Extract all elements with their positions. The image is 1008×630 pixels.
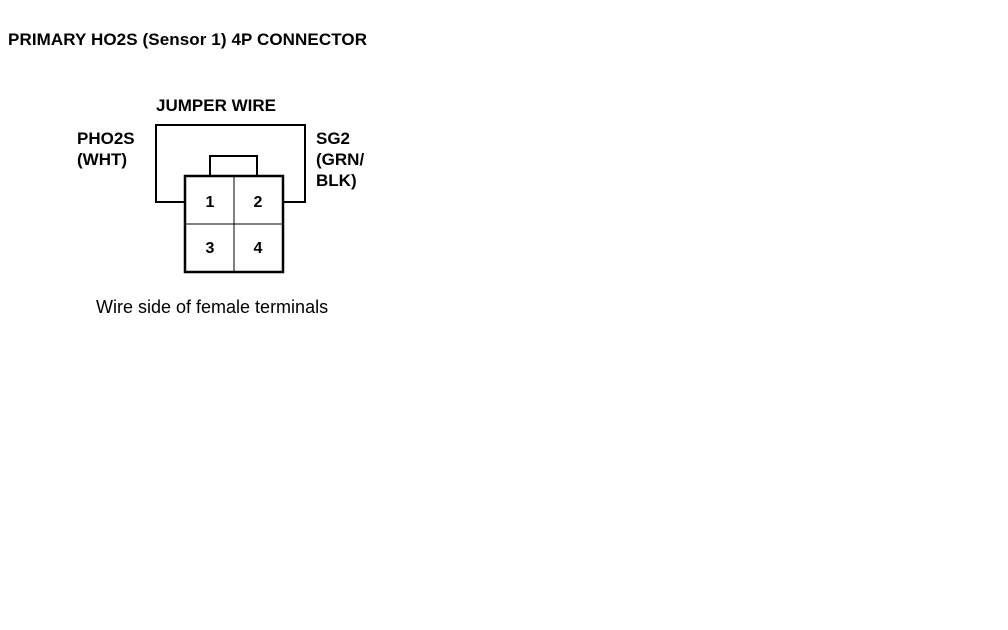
sg2-wire-color-line2: BLK) (316, 171, 357, 190)
sg2-wire-color-line1: (GRN/ (316, 150, 365, 169)
page-title: PRIMARY HO2S (Sensor 1) 4P CONNECTOR (8, 30, 368, 49)
pin-1: 1 (205, 194, 215, 211)
jumper-wire (155, 124, 306, 203)
pho2s-terminal-label: PHO2S (77, 129, 135, 148)
pho2s-wire-color: (WHT) (77, 150, 128, 169)
pin-4: 4 (253, 240, 263, 257)
sg2-terminal-label: SG2 (316, 129, 351, 148)
jumper-wire-label: JUMPER WIRE (156, 96, 276, 115)
diagram-caption: Wire side of female terminals (96, 297, 329, 317)
pin-3: 3 (205, 240, 215, 257)
connector-latch (209, 155, 258, 176)
pin-2: 2 (253, 194, 263, 211)
